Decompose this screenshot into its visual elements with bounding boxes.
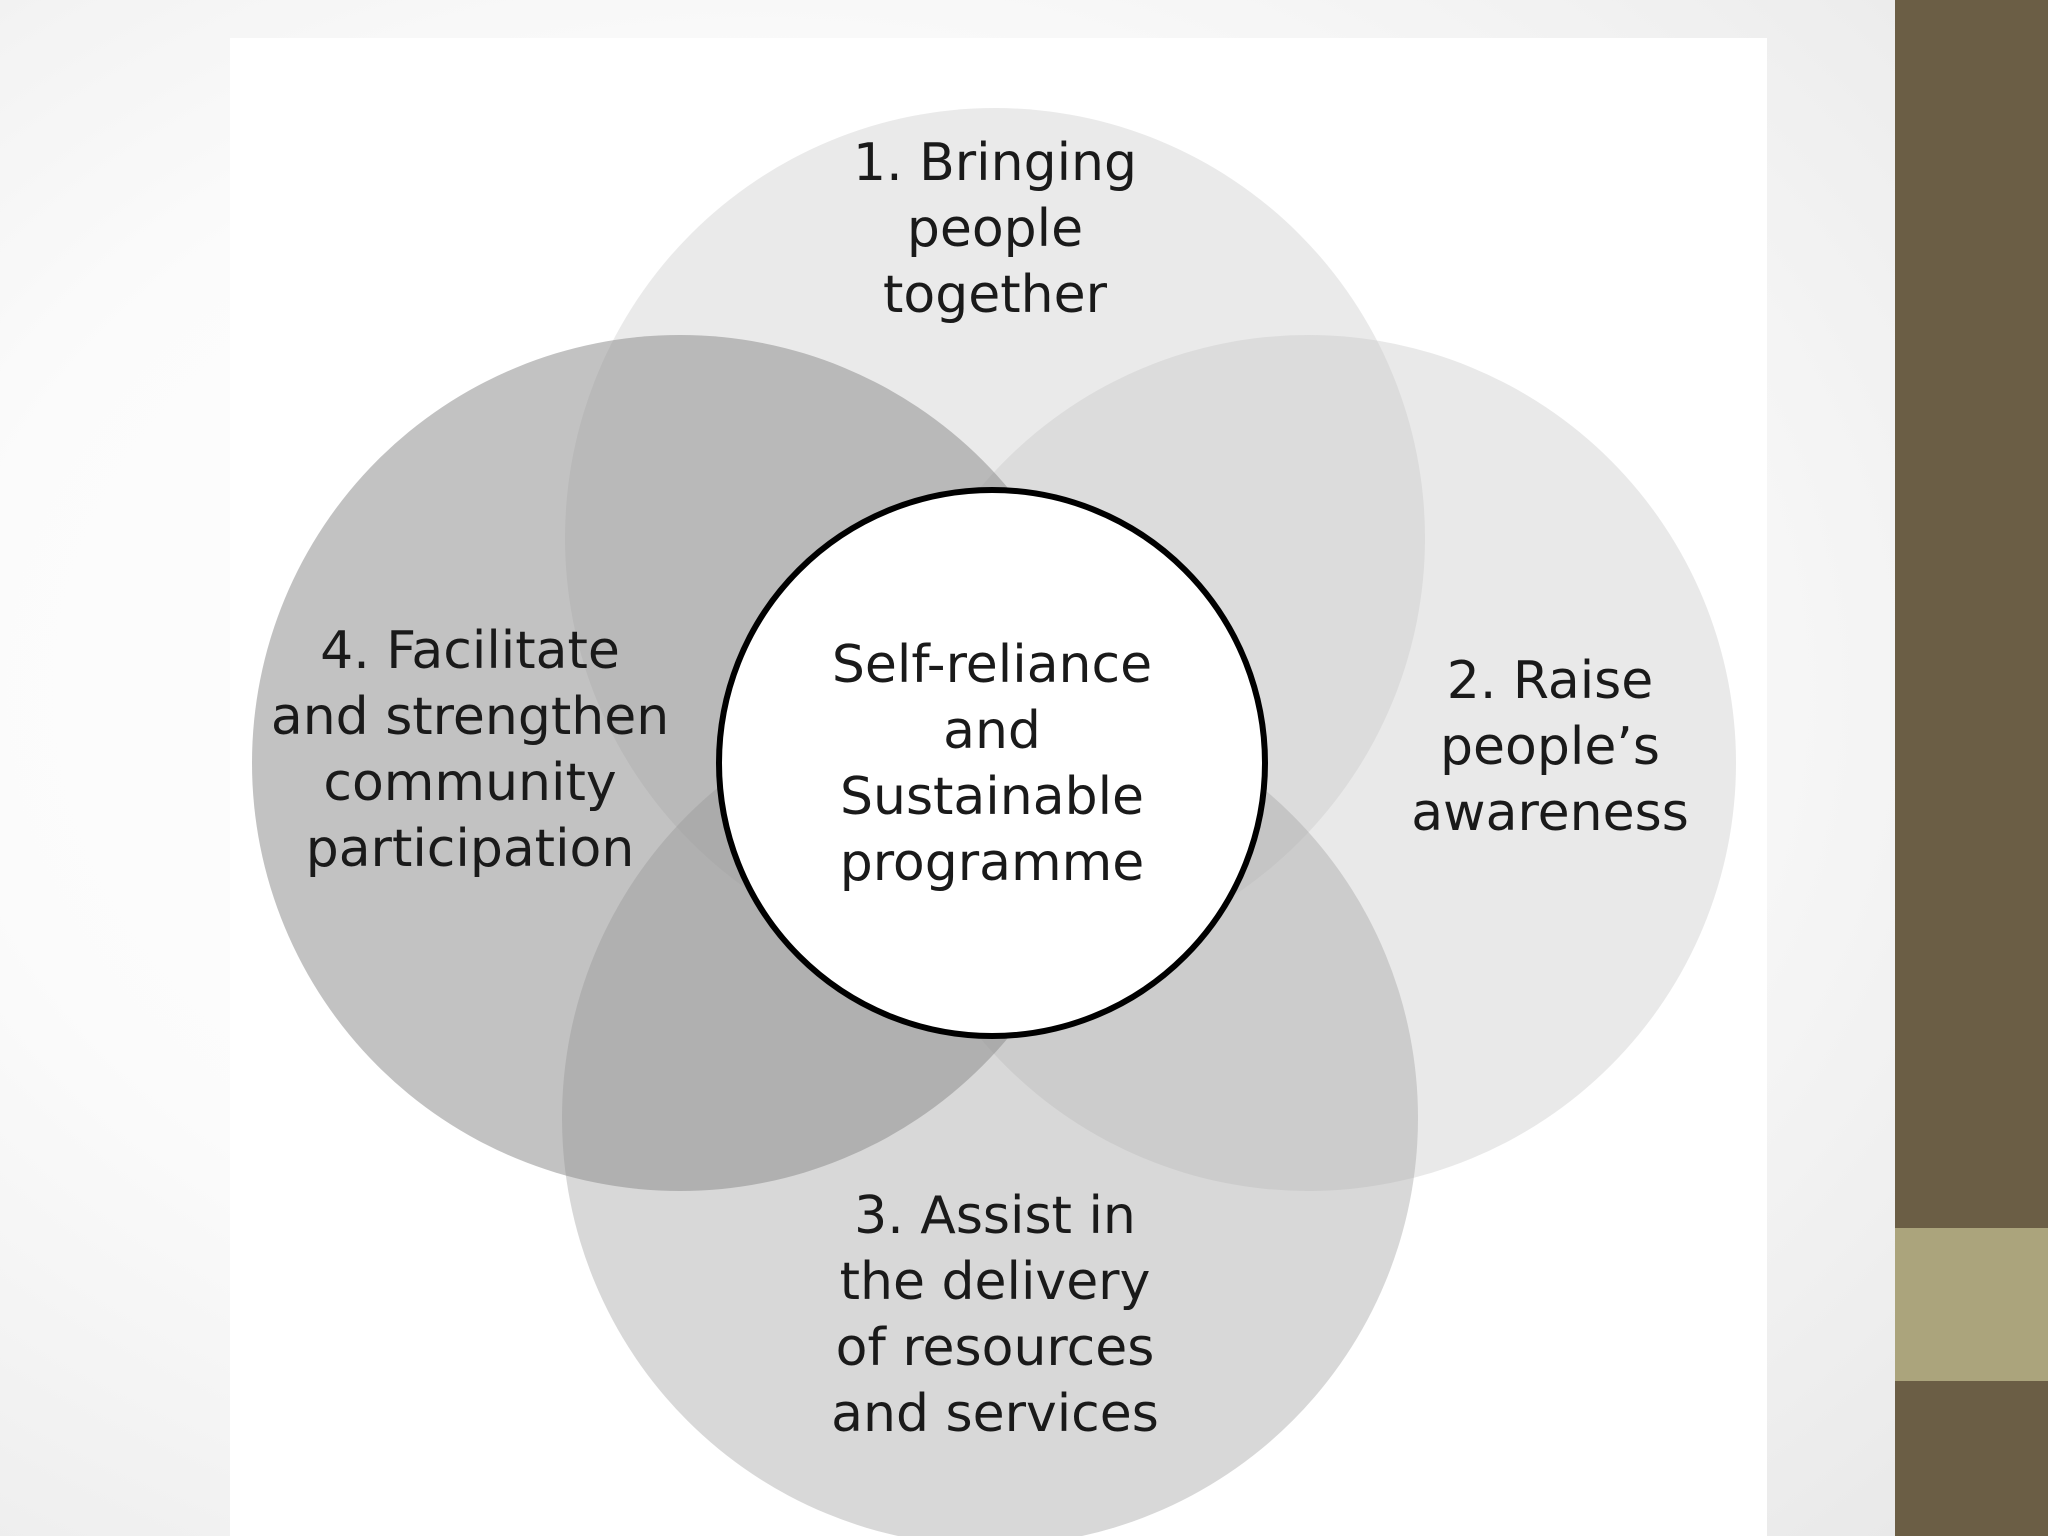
venn-diagram xyxy=(252,108,1736,1536)
petal-label-facilitate: 4. Facilitate and strengthen community p… xyxy=(270,621,670,879)
side-bar-top xyxy=(1895,0,2048,1228)
side-bar-accent xyxy=(1895,1228,2048,1381)
diagram-panel: 1. Bringing people together 2. Raise peo… xyxy=(230,38,1767,1536)
center-label: Self-reliance and Sustainable programme xyxy=(831,635,1153,893)
petal-label-assist: 3. Assist in the delivery of resources a… xyxy=(831,1186,1159,1444)
petal-label-bringing: 1. Bringing people together xyxy=(852,133,1138,325)
side-bar-bottom xyxy=(1895,1381,2048,1536)
side-accent-bar xyxy=(1895,0,2048,1536)
center-circle xyxy=(716,487,1268,1039)
petal-label-raise: 2. Raise people’s awareness xyxy=(1411,651,1689,843)
